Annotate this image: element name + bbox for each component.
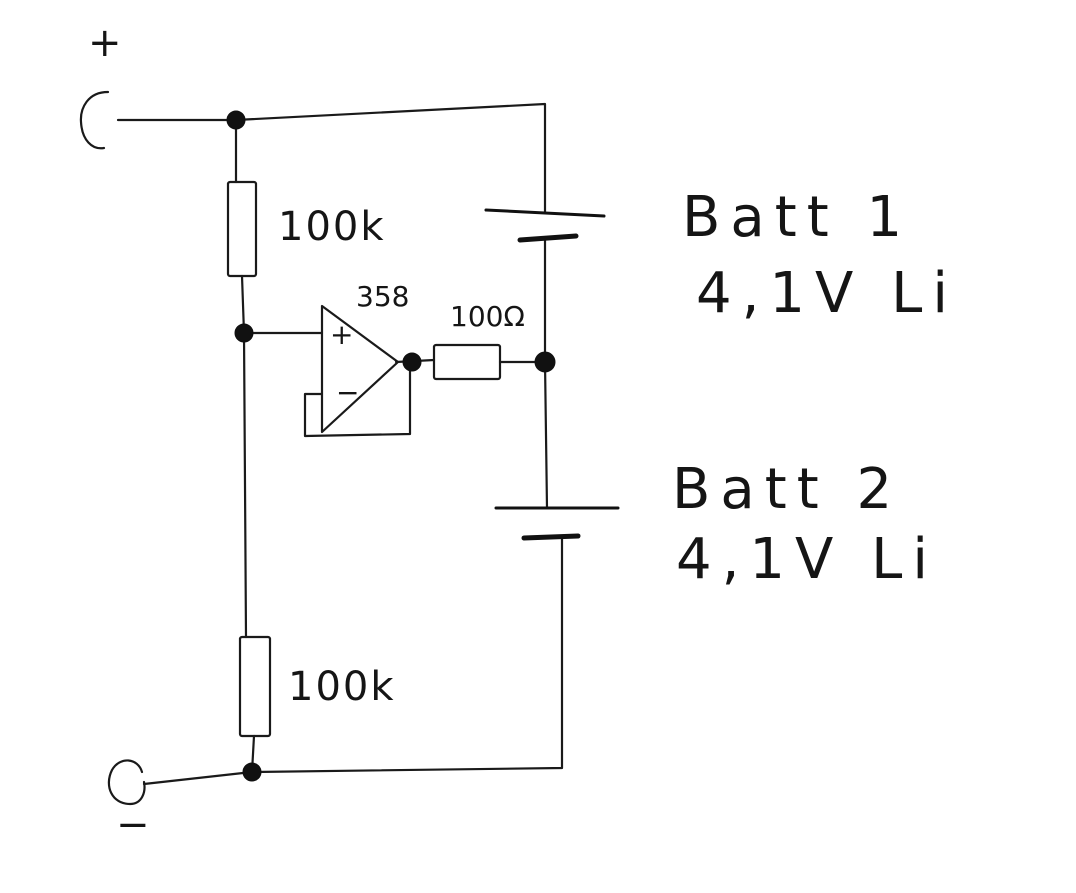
negative-terminal: − bbox=[107, 759, 150, 848]
node-top-left bbox=[226, 110, 246, 130]
opamp-plus-input: + bbox=[330, 318, 353, 351]
node-middle-right bbox=[534, 351, 556, 373]
resistor-top-label: 100k bbox=[278, 204, 386, 250]
opamp: + − 358 bbox=[320, 280, 409, 434]
resistor-top: 100k bbox=[226, 180, 386, 278]
resistor-output-label: 100Ω bbox=[450, 300, 525, 333]
positive-sign: + bbox=[88, 20, 122, 66]
resistor-output: 100Ω bbox=[432, 300, 525, 381]
opamp-part-label: 358 bbox=[356, 280, 409, 313]
wires bbox=[116, 102, 564, 786]
battery-2: Batt 2 4,1V Li bbox=[494, 457, 938, 592]
battery-1-rating: 4,1V Li bbox=[696, 261, 958, 326]
node-opamp-output bbox=[402, 352, 422, 372]
resistor-bottom-label: 100k bbox=[288, 664, 396, 710]
resistor-bottom: 100k bbox=[238, 635, 396, 738]
junction-nodes bbox=[226, 110, 556, 782]
node-middle-left bbox=[234, 323, 254, 343]
battery-1-name: Batt 1 bbox=[682, 185, 912, 250]
negative-sign: − bbox=[116, 802, 150, 848]
battery-1: Batt 1 4,1V Li bbox=[484, 185, 958, 326]
positive-terminal: + bbox=[79, 20, 122, 150]
battery-2-name: Batt 2 bbox=[672, 457, 902, 522]
node-bottom-left bbox=[242, 762, 262, 782]
opamp-minus-input: − bbox=[336, 376, 359, 409]
battery-2-rating: 4,1V Li bbox=[676, 527, 938, 592]
